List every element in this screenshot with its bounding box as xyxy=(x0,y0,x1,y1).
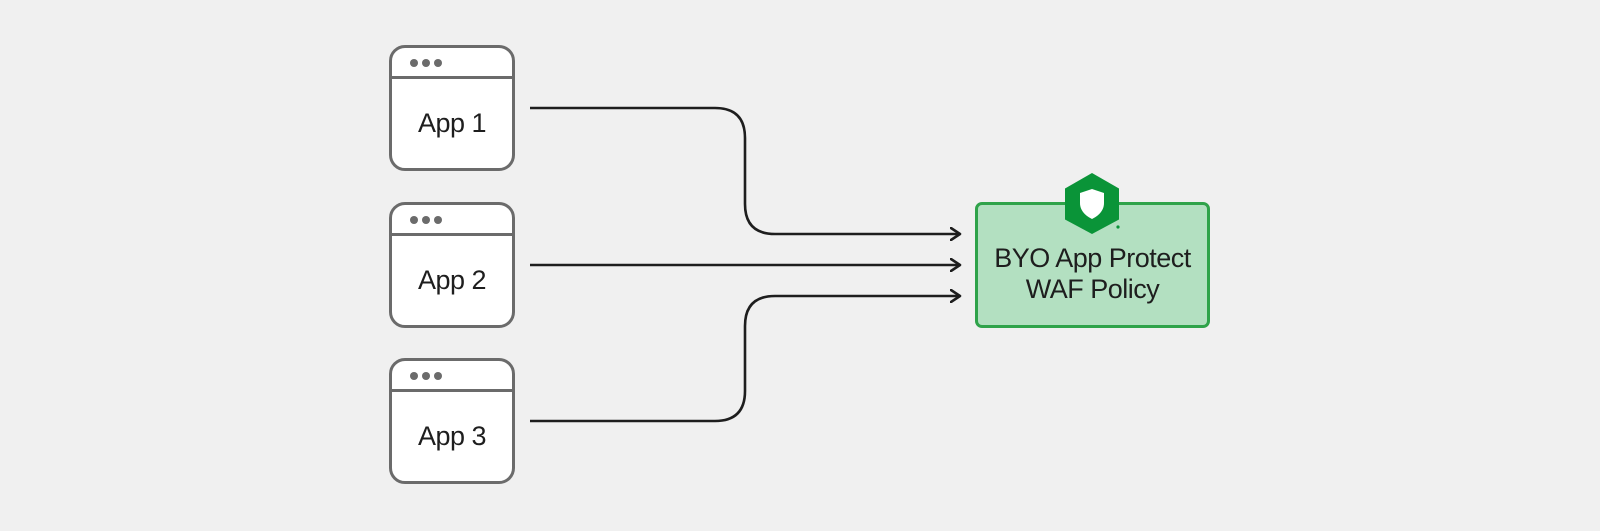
app-window-1: App 1 xyxy=(389,45,515,171)
window-title-bar xyxy=(392,361,512,392)
window-title-bar xyxy=(392,205,512,236)
app-label: App 1 xyxy=(417,108,487,138)
connector-app3 xyxy=(530,296,960,423)
app-label: App 3 xyxy=(417,421,487,451)
window-dots-icon xyxy=(410,59,442,67)
shield-icon xyxy=(1065,173,1120,234)
window-title-bar xyxy=(392,48,512,79)
app-label: App 2 xyxy=(417,265,487,295)
app-window-2: App 2 xyxy=(389,202,515,328)
window-dots-icon xyxy=(410,372,442,380)
policy-label-line2: WAF Policy xyxy=(1025,274,1160,304)
window-dots-icon xyxy=(410,216,442,224)
policy-label-line1: BYO App Protect xyxy=(994,243,1191,273)
connector-app1 xyxy=(530,106,960,234)
policy-label: BYO App Protect WAF Policy xyxy=(978,243,1207,305)
app-window-3: App 3 xyxy=(389,358,515,484)
